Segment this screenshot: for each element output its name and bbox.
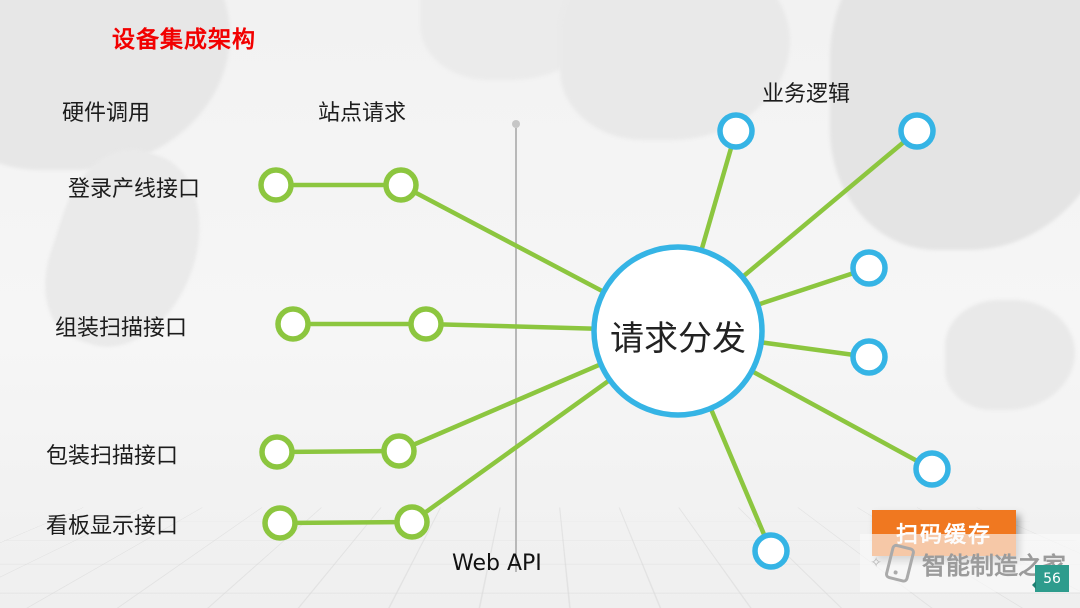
hardware-node-row3 xyxy=(259,434,295,470)
interface-label-packing-scan: 包装扫描接口 xyxy=(46,444,179,469)
service-node-6 xyxy=(752,532,790,570)
service-node-3 xyxy=(850,249,888,287)
sparkle-icon: ✧ xyxy=(870,555,882,571)
web-api-label: Web API xyxy=(452,551,542,576)
column-header-hardware: 硬件调用 xyxy=(62,101,151,126)
hardware-node-row1 xyxy=(258,167,294,203)
service-node-2 xyxy=(898,112,936,150)
interface-label-assembly-scan: 组装扫描接口 xyxy=(55,316,188,341)
hand-phone-icon xyxy=(882,542,916,584)
site-node-row3 xyxy=(381,433,417,469)
service-node-5 xyxy=(913,450,951,488)
map-blob xyxy=(945,300,1075,410)
column-header-site-request: 站点请求 xyxy=(318,101,407,126)
interface-label-login-line: 登录产线接口 xyxy=(68,177,201,202)
map-blob xyxy=(830,0,1080,250)
slide-title: 设备集成架构 xyxy=(112,27,256,53)
interface-label-kanban-display: 看板显示接口 xyxy=(46,514,179,539)
hardware-node-row4 xyxy=(262,505,298,541)
hub-label: 请求分发 xyxy=(610,319,746,359)
hub-circle xyxy=(591,244,765,418)
hardware-node-row2 xyxy=(275,306,311,342)
page-number-badge: 56 xyxy=(1032,565,1069,592)
service-node-1 xyxy=(717,112,755,150)
site-node-row2 xyxy=(408,306,444,342)
pair-line-row4 xyxy=(279,519,413,526)
column-header-business-logic: 业务逻辑 xyxy=(762,82,851,107)
site-node-row4 xyxy=(394,504,430,540)
divider-dot xyxy=(512,120,520,128)
phone-shape xyxy=(883,542,916,584)
site-node-row1 xyxy=(383,167,419,203)
service-node-4 xyxy=(850,338,888,376)
pair-line-row3 xyxy=(276,448,400,455)
